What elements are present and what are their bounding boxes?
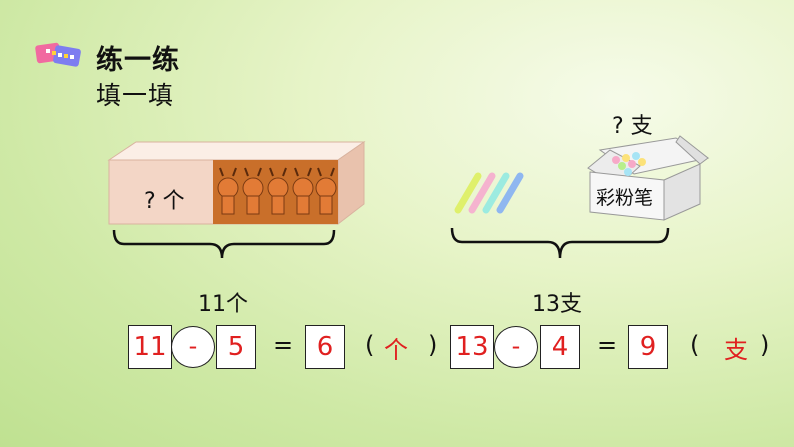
left-total-label: 11个 xyxy=(198,292,248,317)
chalk-box-label: 彩粉笔 xyxy=(596,187,654,209)
right-unit-open-paren: ( xyxy=(690,331,700,359)
left-equals-sign: = xyxy=(273,331,294,359)
left-unit-answer[interactable]: 个 xyxy=(384,336,408,364)
right-subtrahend-box[interactable]: 4 xyxy=(540,325,580,369)
box-question-label: ? 个 xyxy=(144,189,185,214)
right-result-box[interactable]: 9 xyxy=(628,325,668,369)
reindeer-box xyxy=(107,141,366,226)
right-unit-answer[interactable]: 支 xyxy=(724,336,748,364)
page-title: 练一练 xyxy=(96,45,180,76)
right-equals-sign: = xyxy=(597,331,618,359)
left-subtrahend-box[interactable]: 5 xyxy=(216,325,256,369)
left-unit-close-paren: ) xyxy=(428,331,438,359)
right-total-label: 13支 xyxy=(532,292,582,317)
left-unit-open-paren: ( xyxy=(365,331,375,359)
page-subtitle: 填一填 xyxy=(96,81,175,110)
chalk-box xyxy=(587,135,710,221)
right-unit-close-paren: ) xyxy=(760,331,770,359)
right-operator-circle[interactable]: - xyxy=(494,326,538,368)
right-minuend-box[interactable]: 13 xyxy=(450,325,494,369)
left-operator-circle[interactable]: - xyxy=(171,326,215,368)
left-brace xyxy=(112,229,336,259)
chalk-sticks xyxy=(454,172,524,214)
left-result-box[interactable]: 6 xyxy=(305,325,345,369)
exercise-icon xyxy=(35,42,81,67)
left-minuend-box[interactable]: 11 xyxy=(128,325,172,369)
right-brace xyxy=(450,227,670,259)
chalk-question-label: ? 支 xyxy=(612,114,653,139)
